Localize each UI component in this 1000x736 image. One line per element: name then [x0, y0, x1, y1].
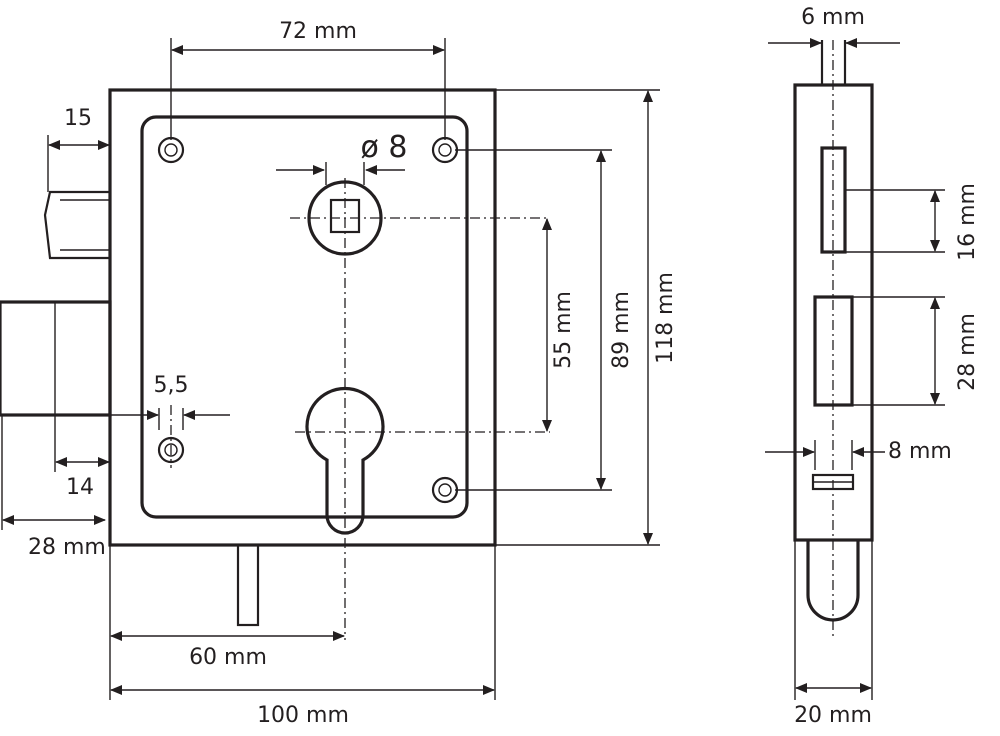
bottom-tab	[236, 543, 260, 627]
latch-bolt	[43, 190, 110, 260]
front-view: 72 mm 15 ø 8 55 mm 89 mm 118 mm 5,5	[0, 19, 678, 728]
label-bolt-height: 28 mm	[955, 313, 980, 391]
label-body-depth: 20 mm	[794, 703, 872, 728]
label-hole-vertical: 89 mm	[609, 291, 634, 369]
label-plate-gap: 8 mm	[888, 439, 952, 464]
label-latch-offset: 15	[64, 106, 92, 131]
side-bottom-tab	[806, 540, 860, 622]
label-body-width: 100 mm	[257, 703, 349, 728]
screw-hole-bottom-right	[431, 476, 459, 504]
label-spindle-width: 6 mm	[801, 5, 865, 30]
label-screw-hole: 5,5	[154, 373, 189, 398]
keyhole	[305, 386, 385, 535]
lock-inner-plate	[140, 115, 469, 519]
screw-hole-bottom-left	[157, 436, 185, 464]
screw-hole-top-right	[431, 136, 459, 164]
label-backset: 60 mm	[189, 645, 267, 670]
label-spindle-to-key: 55 mm	[551, 291, 576, 369]
label-deadbolt-throw: 28 mm	[28, 535, 106, 560]
label-knob-hole: ø 8	[361, 130, 408, 165]
label-hole-spacing: 72 mm	[279, 19, 357, 44]
side-body	[793, 83, 874, 542]
screw-hole-top-left	[157, 136, 185, 164]
side-view: 6 mm 16 mm 28 mm 8 mm 20 mm	[765, 5, 980, 728]
label-latch-height: 16 mm	[955, 183, 980, 261]
label-deadbolt-offset: 14	[66, 475, 94, 500]
label-body-height: 118 mm	[653, 272, 678, 364]
